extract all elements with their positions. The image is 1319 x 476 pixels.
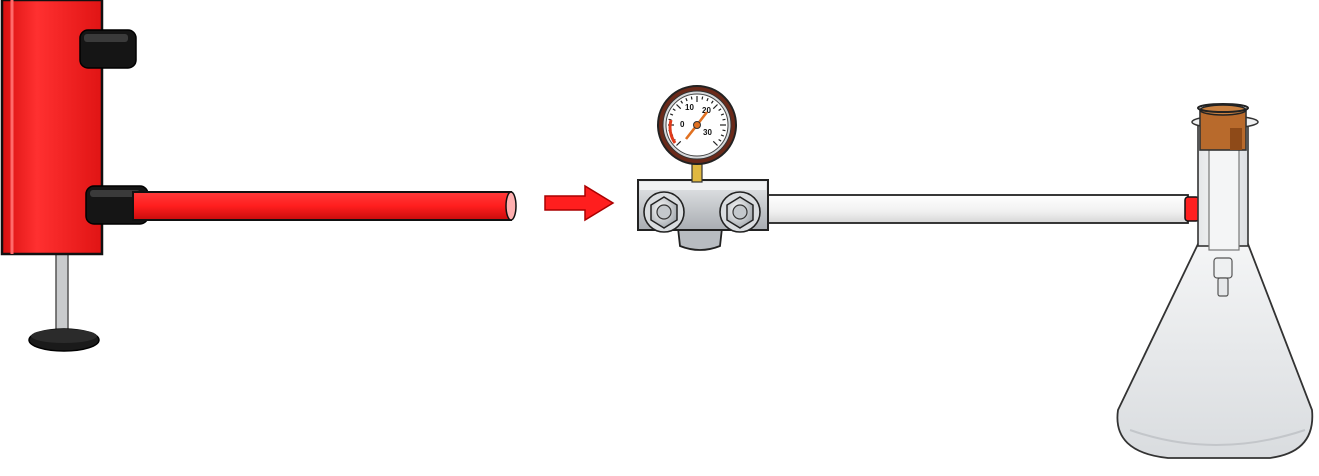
manifold-drain bbox=[678, 228, 722, 250]
right-nut bbox=[720, 192, 760, 232]
manifold-block bbox=[638, 180, 768, 250]
pressure-gauge: 0 10 20 30 bbox=[658, 86, 736, 182]
red-hose-end bbox=[506, 192, 516, 220]
gauge-tick-label-0: 0 bbox=[680, 120, 685, 129]
white-tube bbox=[768, 195, 1199, 223]
flask-nozzle-tip bbox=[1218, 278, 1228, 296]
gauge-tick-label-10: 10 bbox=[685, 103, 694, 112]
white-tube-body bbox=[768, 195, 1188, 223]
tube-red-collar bbox=[1185, 197, 1199, 221]
gauge-tick bbox=[723, 119, 726, 120]
gauge-tick bbox=[723, 130, 726, 131]
plunger-rod bbox=[56, 254, 68, 334]
plunger-base-top bbox=[31, 329, 97, 343]
pump bbox=[2, 0, 148, 351]
gauge-pivot bbox=[694, 122, 701, 129]
flask-nozzle bbox=[1214, 258, 1232, 278]
flask-cork-shade bbox=[1230, 128, 1242, 150]
flow-arrow bbox=[545, 186, 613, 220]
red-hose-body bbox=[133, 192, 511, 220]
flask-inner-tube bbox=[1209, 140, 1239, 250]
left-nut bbox=[644, 192, 684, 232]
flask bbox=[1117, 104, 1312, 458]
red-hose bbox=[133, 192, 516, 220]
gauge-tick-label-30: 30 bbox=[703, 128, 712, 137]
manifold-top-face bbox=[640, 182, 766, 190]
flask-cork-top bbox=[1200, 105, 1246, 115]
gauge-tick bbox=[702, 97, 703, 100]
upper-fitting-shine bbox=[84, 34, 128, 42]
gauge-tick bbox=[691, 97, 692, 100]
